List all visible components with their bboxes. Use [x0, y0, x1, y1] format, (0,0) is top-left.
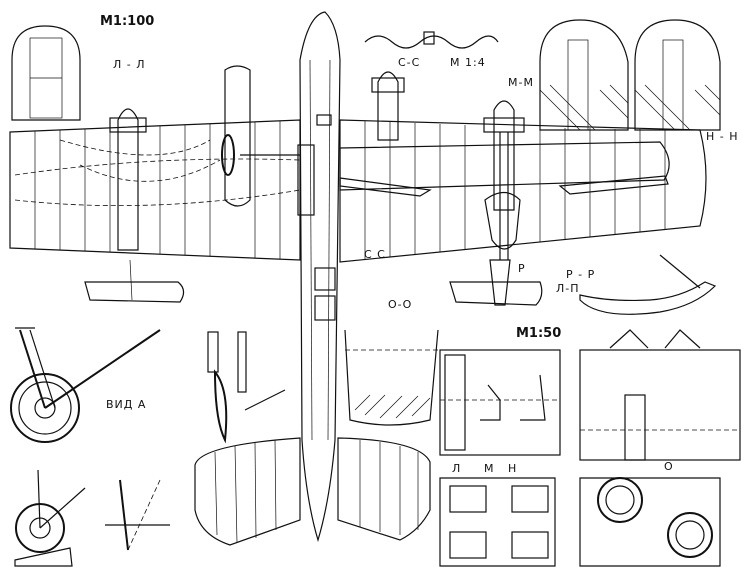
- scale-label-100: M1:100: [100, 14, 155, 29]
- scale-label-4: M 1:4: [450, 56, 486, 69]
- section-label-mm: М-М: [508, 76, 534, 89]
- turret-plan-view: [579, 477, 721, 567]
- section-cc-profile: [364, 31, 499, 49]
- section-label-nn: Н - Н: [706, 130, 739, 143]
- section-label-cc-top: С-С: [398, 56, 421, 69]
- aircraft-plan-view: [9, 11, 707, 546]
- tail-gear-detail: [207, 331, 286, 444]
- cabin-section-views: [539, 19, 721, 131]
- section-label-p: Р: [518, 262, 526, 275]
- turret-side-view: [579, 329, 741, 461]
- section-ll-frame: [11, 25, 81, 121]
- gear-detail-bottom: [14, 469, 170, 567]
- section-label-cc-mid: С С: [364, 248, 386, 261]
- section-label-oo: О-О: [388, 298, 413, 311]
- cut-mark-l: Л: [452, 462, 462, 475]
- main-gear-view-a: [10, 327, 161, 443]
- section-label-lp: Л-П: [556, 282, 580, 295]
- view-label-a: ВИД А: [106, 398, 147, 411]
- section-label-pp: Р - Р: [566, 268, 596, 281]
- cockpit-plan-view: [439, 477, 556, 567]
- section-oo: [344, 329, 439, 426]
- cut-mark-n: Н: [508, 462, 518, 475]
- scale-label-50: M1:50: [516, 326, 562, 341]
- cockpit-section-mn: [439, 349, 561, 456]
- cut-mark-m: М: [484, 462, 495, 475]
- section-label-ll: Л - Л: [113, 58, 146, 71]
- section-pp-profile: [579, 254, 717, 315]
- cut-mark-o: О: [664, 460, 674, 473]
